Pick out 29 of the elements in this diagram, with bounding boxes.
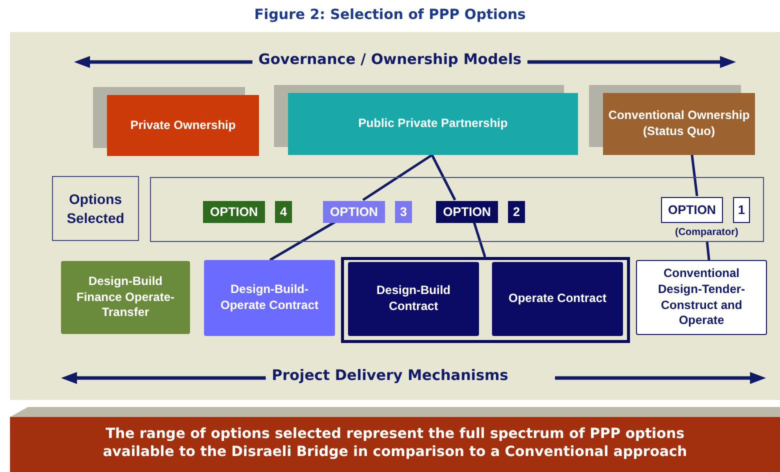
option-number: 3 (395, 201, 412, 223)
process-box: Design-Build Finance Operate-Transfer (61, 261, 190, 334)
connector-line (269, 220, 336, 262)
figure-title: Figure 2: Selection of PPP Options (253, 7, 527, 23)
option-label: OPTION (323, 201, 385, 223)
option-label: OPTION (203, 201, 265, 223)
connector-line (706, 240, 710, 260)
process-box: Private Ownership (107, 95, 259, 156)
option-number: 1 (733, 197, 750, 223)
process-box: Operate Contract (492, 262, 623, 336)
process-box: Design-Build Contract (348, 262, 479, 336)
option-label: OPTION (436, 201, 498, 223)
option-label: OPTION (661, 197, 723, 223)
connector-line (362, 154, 433, 202)
option-number: 2 (508, 201, 525, 223)
option-number: 4 (275, 201, 292, 223)
connector-line (430, 154, 456, 201)
group-box (341, 257, 630, 343)
option-note: (Comparator) (675, 226, 738, 239)
process-box: Conventional Ownership (Status Quo) (603, 93, 755, 155)
group-box (150, 177, 764, 242)
process-box: Options Selected (52, 176, 139, 241)
process-box: Public Private Partnership (288, 93, 578, 155)
process-box: Conventional Design-Tender-Construct and Operate (636, 260, 767, 335)
process-box: Design-Build-Operate Contract (204, 260, 335, 336)
connector-line (472, 222, 486, 258)
axis-heading: Governance / Ownership Models (252, 52, 528, 68)
connector-line (690, 154, 698, 196)
banner-text: The range of options selected represent the full spectrum of PPP options available to the Disraeli Bridge in comparison to a Conventional approach (102, 425, 688, 462)
